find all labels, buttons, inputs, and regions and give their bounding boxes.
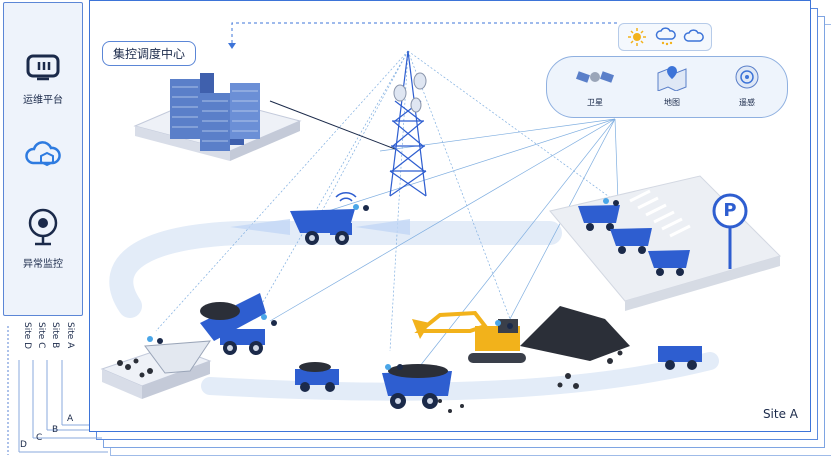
service-label: 地图 [664,98,680,107]
cloud-icon [25,141,61,167]
current-site-label: Site A [762,407,798,421]
control-center-label: 集控调度中心 [102,41,197,66]
tv-monitor-icon [26,54,60,81]
excavator [412,310,526,363]
server-racks [170,73,260,151]
truck-top [290,209,355,245]
site-connector-lines [7,326,108,455]
camera-icon [28,208,58,246]
arrow-label-c: C [36,433,43,443]
site-tab-d[interactable]: Site D [22,322,32,350]
map-pin-icon [657,66,687,92]
site-tab-b[interactable]: Site B [50,322,60,349]
sidebar-item-cloud[interactable] [4,139,82,173]
sidebar-item-label: 运维平台 [23,95,63,106]
parked-trucks [578,205,690,276]
sidebar: 运维平台 异常监控 [3,2,83,316]
service-satellite[interactable]: 卫星 [565,63,625,108]
site-a-scene: 集控调度中心 P 卫星 地图 [89,0,811,432]
arrow-label-a: A [67,414,74,424]
site-tab-a[interactable]: Site A [65,322,75,349]
sidebar-item-ops-platform[interactable]: 运维平台 [4,53,82,106]
truck-dumping [200,293,266,355]
arrow-label-b: B [52,425,59,435]
site-tab-c[interactable]: Site C [36,322,46,349]
sun-icon [628,28,646,46]
cloud-icon [683,29,704,42]
radar-icon [735,65,759,89]
services-panel: 卫星 地图 遥感 [546,56,788,118]
satellite-icon [575,71,615,83]
parking-sign-letter: P [723,200,737,221]
coal-pile-crusher [117,358,153,378]
service-label: 卫星 [587,98,603,107]
scene-illustration [100,22,781,413]
truck-loading [382,364,452,409]
coal-heap [438,306,630,413]
weather-panel [618,23,712,51]
snow-cloud-icon [655,27,676,46]
service-remote-sensing[interactable]: 遥感 [717,63,777,108]
service-label: 遥感 [739,98,755,107]
truck-small-center [295,362,339,392]
service-map[interactable]: 地图 [642,63,702,108]
arrow-label-d: D [20,440,27,450]
sidebar-item-label: 异常监控 [23,259,63,270]
sidebar-item-anomaly-monitor[interactable]: 异常监控 [4,207,82,270]
signal-tower [389,50,427,197]
truck-right [658,346,702,370]
